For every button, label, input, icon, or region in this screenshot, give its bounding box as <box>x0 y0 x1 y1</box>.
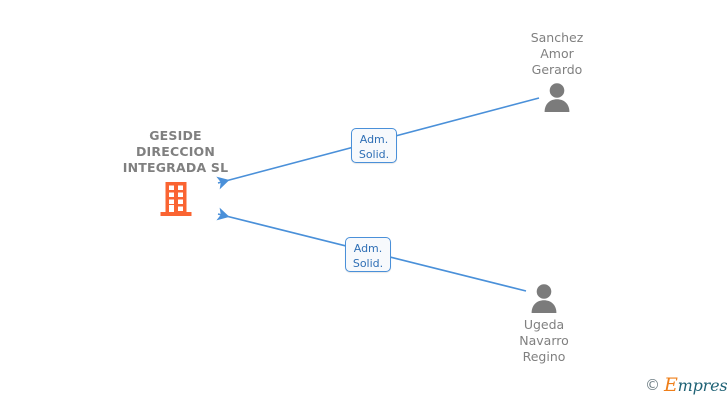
person-icon[interactable] <box>528 283 560 313</box>
copyright-icon: © <box>645 376 660 394</box>
relation-label-bottom-line-2: Solid. <box>352 257 384 270</box>
company-name-line-2: DIRECCION <box>135 144 216 159</box>
person-icon-wrap-bottom <box>479 283 609 313</box>
relation-label-bottom[interactable]: Adm. Solid. <box>345 237 391 272</box>
watermark: © Empresia <box>645 376 728 395</box>
person-icon[interactable] <box>541 82 573 112</box>
relation-label-bottom-line-1: Adm. <box>353 242 383 255</box>
building-icon[interactable] <box>159 181 193 219</box>
person-name-line-1: Sanchez <box>530 30 584 45</box>
person-name-line-3: Gerardo <box>531 62 583 77</box>
person-name-line-1: Ugeda <box>523 317 565 332</box>
relation-label-top-line-2: Solid. <box>358 148 390 161</box>
person-node-sanchez-amor-gerardo[interactable]: Sanchez Amor Gerardo <box>492 30 622 112</box>
person-name-line-2: Navarro <box>519 333 569 348</box>
person-node-ugeda-navarro-regino[interactable]: Ugeda Navarro Regino <box>479 283 609 365</box>
relation-label-top[interactable]: Adm. Solid. <box>351 128 397 163</box>
person-icon-wrap-top <box>492 82 622 112</box>
company-icon-wrap <box>113 181 238 219</box>
company-name-line-3: INTEGRADA SL <box>122 160 229 175</box>
company-name-line-1: GESIDE <box>149 128 202 143</box>
brand-rest: mpresia <box>677 376 728 395</box>
relation-label-top-line-1: Adm. <box>359 133 389 146</box>
brand-logo-text: Empresia <box>664 376 728 395</box>
person-name-line-2: Amor <box>540 46 574 61</box>
brand-initial: E <box>664 374 678 396</box>
company-node[interactable]: GESIDE DIRECCION INTEGRADA SL <box>113 128 238 219</box>
person-name-line-3: Regino <box>522 349 566 364</box>
